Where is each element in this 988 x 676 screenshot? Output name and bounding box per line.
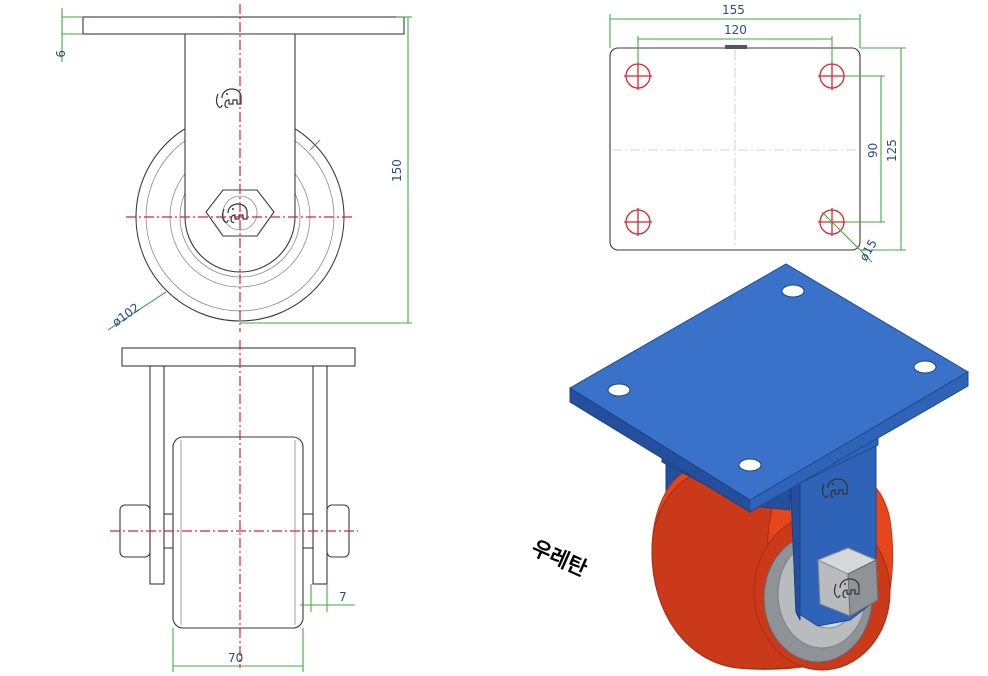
dim-line-wheel-diameter: [107, 291, 167, 331]
dim-wheel-width: 70: [228, 651, 243, 665]
plate-hole-back: [781, 284, 805, 298]
dim-hole-spacing-y: 90: [866, 143, 880, 158]
wheel-side: [172, 436, 304, 629]
plate-hole-front: [738, 458, 762, 472]
axle-nut: [205, 189, 275, 237]
right-fork-leg: [312, 365, 328, 585]
dim-line-wheel-diameter-end: [309, 139, 321, 151]
dim-plate-width: 155: [722, 3, 745, 17]
mounting-hole-bottom-left: [624, 208, 652, 236]
top-view: [609, 45, 861, 251]
isometric-caster-render: [569, 263, 969, 671]
dim-bracket-offset: 7: [339, 590, 347, 604]
dim-line-hole-diameter: [821, 211, 873, 263]
dim-plate-length: 125: [885, 139, 899, 162]
front-view-dimensions: 9 150 ø102: [53, 8, 412, 331]
side-view-dimensions: 7 70: [172, 584, 355, 672]
plate-hole-left: [607, 383, 631, 397]
mounting-plate-edge-right: [749, 371, 969, 513]
dim-plate-thickness: 9: [53, 50, 67, 58]
mounting-plate-3d: [569, 263, 969, 501]
top-plate: [82, 16, 405, 35]
dim-overall-height: 150: [390, 159, 404, 182]
plate-mark: [725, 45, 747, 49]
material-label: 우레탄: [528, 536, 591, 582]
plate-hole-right: [913, 360, 937, 374]
side-view: [110, 340, 358, 668]
top-plate-side: [121, 347, 356, 367]
front-view: [82, 4, 405, 332]
left-fork-leg: [149, 365, 165, 585]
axle-nut-side-face: [847, 559, 879, 617]
dim-hole-spacing-x: 120: [724, 23, 747, 37]
dim-wheel-diameter: ø102: [110, 300, 143, 329]
